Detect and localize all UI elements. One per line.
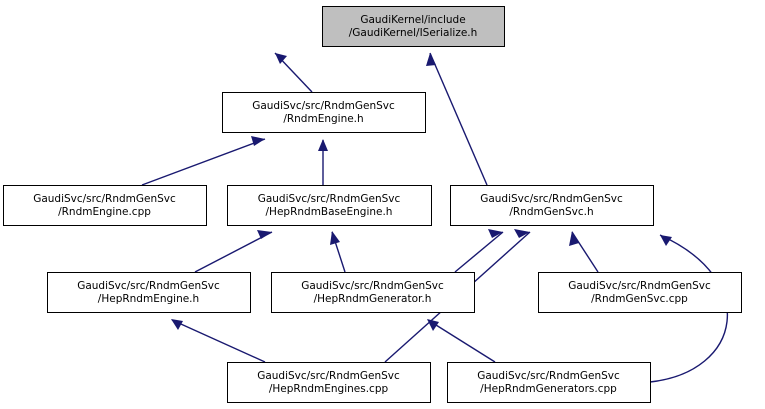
graph-node-heprndmengine_h[interactable]: GaudiSvc/src/RndmGenSvc/HepRndmEngine.h xyxy=(47,272,251,313)
node-label: GaudiKernel/include/GaudiKernel/ISeriali… xyxy=(349,14,478,39)
node-label: GaudiSvc/src/RndmGenSvc/RndmGenSvc.h xyxy=(480,193,623,218)
node-box[interactable] xyxy=(450,185,654,226)
node-box[interactable] xyxy=(227,362,431,403)
graph-edge xyxy=(171,319,266,363)
node-box[interactable] xyxy=(222,92,426,133)
graph-edge xyxy=(427,319,496,363)
node-box[interactable] xyxy=(227,185,432,226)
node-label: GaudiSvc/src/RndmGenSvc/HepRndmGenerator… xyxy=(477,370,620,395)
edge-arrowhead xyxy=(171,319,183,330)
node-box[interactable] xyxy=(447,362,651,403)
edge-line xyxy=(171,319,266,363)
node-label: GaudiSvc/src/RndmGenSvc/HepRndmBaseEngin… xyxy=(258,193,401,218)
graph-edge xyxy=(194,230,273,273)
edge-line xyxy=(429,52,488,186)
graph-node-heprndmgenerator_h[interactable]: GaudiSvc/src/RndmGenSvc/HepRndmGenerator… xyxy=(271,272,475,313)
edge-line xyxy=(427,319,496,363)
edge-line xyxy=(649,234,728,383)
graph-edge xyxy=(274,52,313,93)
node-label: GaudiSvc/src/RndmGenSvc/RndmEngine.cpp xyxy=(33,193,176,218)
node-box[interactable] xyxy=(538,272,742,313)
edge-arrowhead xyxy=(569,231,579,246)
graph-edge xyxy=(569,231,599,273)
edge-arrowhead xyxy=(330,231,340,245)
graph-edge xyxy=(426,52,488,186)
edge-arrowhead xyxy=(426,53,436,66)
graph-node-heprndmgenerators_cpp[interactable]: GaudiSvc/src/RndmGenSvc/HepRndmGenerator… xyxy=(447,362,651,403)
edge-arrowhead xyxy=(427,319,439,331)
edge-arrowhead xyxy=(514,229,530,238)
node-box[interactable] xyxy=(3,185,207,226)
node-label: GaudiSvc/src/RndmGenSvc/HepRndmEngine.h xyxy=(77,280,220,305)
edge-line xyxy=(194,231,273,273)
graph-node-heprndmbaseengine_h[interactable]: GaudiSvc/src/RndmGenSvc/HepRndmBaseEngin… xyxy=(227,185,432,226)
node-label: GaudiSvc/src/RndmGenSvc/HepRndmEngines.c… xyxy=(257,370,400,395)
node-layer: GaudiKernel/include/GaudiKernel/ISeriali… xyxy=(3,6,742,403)
edge-arrowhead xyxy=(660,235,672,246)
node-box[interactable] xyxy=(322,6,505,47)
graph-node-heprndmengines_cpp[interactable]: GaudiSvc/src/RndmGenSvc/HepRndmEngines.c… xyxy=(227,362,431,403)
graph-node-rndmgensvc_h[interactable]: GaudiSvc/src/RndmGenSvc/RndmGenSvc.h xyxy=(450,185,654,226)
edge-line xyxy=(454,231,504,273)
edge-line xyxy=(141,138,266,186)
node-box[interactable] xyxy=(47,272,251,313)
edge-arrowhead xyxy=(257,230,272,239)
node-label: GaudiSvc/src/RndmGenSvc/HepRndmGenerator… xyxy=(301,280,444,305)
edge-arrowhead xyxy=(251,136,265,146)
edge-arrowhead xyxy=(318,139,328,151)
graph-node-rndmgensvc_cpp[interactable]: GaudiSvc/src/RndmGenSvc/RndmGenSvc.cpp xyxy=(538,272,742,313)
node-box[interactable] xyxy=(271,272,475,313)
graph-edge xyxy=(330,231,346,273)
edge-layer xyxy=(141,52,728,383)
node-label: GaudiSvc/src/RndmGenSvc/RndmGenSvc.cpp xyxy=(568,280,711,305)
graph-edge xyxy=(649,234,728,383)
node-label: GaudiSvc/src/RndmGenSvc/RndmEngine.h xyxy=(252,100,395,125)
edge-arrowhead xyxy=(275,53,287,64)
graph-node-iserialize[interactable]: GaudiKernel/include/GaudiKernel/ISeriali… xyxy=(322,6,505,47)
graph-node-rndmengine_cpp[interactable]: GaudiSvc/src/RndmGenSvc/RndmEngine.cpp xyxy=(3,185,207,226)
graph-edge xyxy=(454,229,504,273)
graph-node-rndmengine_h[interactable]: GaudiSvc/src/RndmGenSvc/RndmEngine.h xyxy=(222,92,426,133)
graph-edge xyxy=(318,139,328,185)
edge-arrowhead xyxy=(488,229,503,238)
graph-edge xyxy=(141,136,266,186)
